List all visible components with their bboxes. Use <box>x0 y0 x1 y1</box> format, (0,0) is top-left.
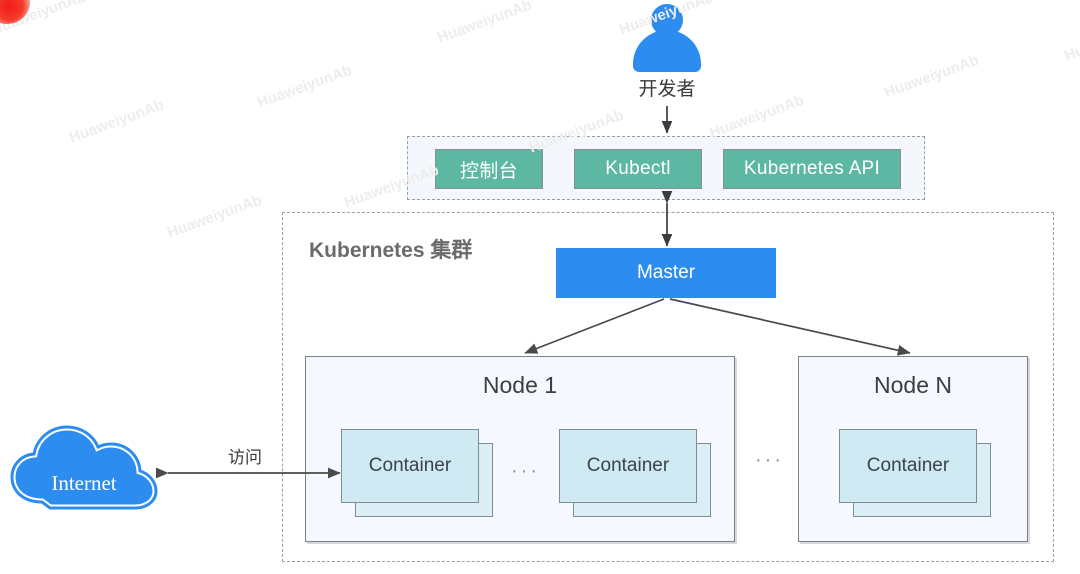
tool-console[interactable]: 控制台 <box>435 149 543 189</box>
watermark: HuaweiyunAb <box>882 51 982 102</box>
node-title: Node N <box>874 372 952 398</box>
developer-actor: 开发者 <box>617 2 717 112</box>
containers-ellipsis: ··· <box>511 460 540 482</box>
container-card-front[interactable]: Container <box>341 429 479 503</box>
watermark: HuaweiyunAb <box>707 91 807 142</box>
user-icon-body <box>633 30 701 72</box>
node-box-n[interactable]: Node N Container <box>798 356 1028 542</box>
watermark: HuaweiyunAb <box>1062 14 1080 65</box>
watermark: HuaweiyunAb <box>255 61 355 112</box>
watermark: HuaweiyunAb <box>435 0 535 47</box>
container-stack[interactable]: Container <box>341 429 493 517</box>
watermark: HuaweiyunAb <box>67 96 167 147</box>
internet-cloud[interactable]: Internet <box>6 418 162 516</box>
master-node[interactable]: Master <box>556 248 776 298</box>
node-title: Node 1 <box>482 372 558 398</box>
cloud-icon <box>8 423 160 512</box>
red-blob-artifact <box>0 0 30 24</box>
developer-label: 开发者 <box>638 79 696 100</box>
tool-kubectl[interactable]: Kubectl <box>574 149 702 189</box>
container-stack[interactable]: Container <box>559 429 711 517</box>
tools-group: 控制台 Kubectl Kubernetes API <box>407 136 925 200</box>
container-stack[interactable]: Container <box>839 429 991 517</box>
internet-label: Internet <box>51 471 117 495</box>
container-card-front[interactable]: Container <box>559 429 697 503</box>
watermark: HuaweiyunAb <box>0 0 89 39</box>
access-edge-label: 访问 <box>228 448 262 467</box>
tool-kubernetes-api[interactable]: Kubernetes API <box>723 149 901 189</box>
container-card-front[interactable]: Container <box>839 429 977 503</box>
node-box-1[interactable]: Node 1 Container ··· Container <box>305 356 735 542</box>
watermark: HuaweiyunAb <box>165 191 265 242</box>
nodes-ellipsis: ··· <box>755 449 784 471</box>
cluster-title: Kubernetes 集群 <box>309 239 473 262</box>
